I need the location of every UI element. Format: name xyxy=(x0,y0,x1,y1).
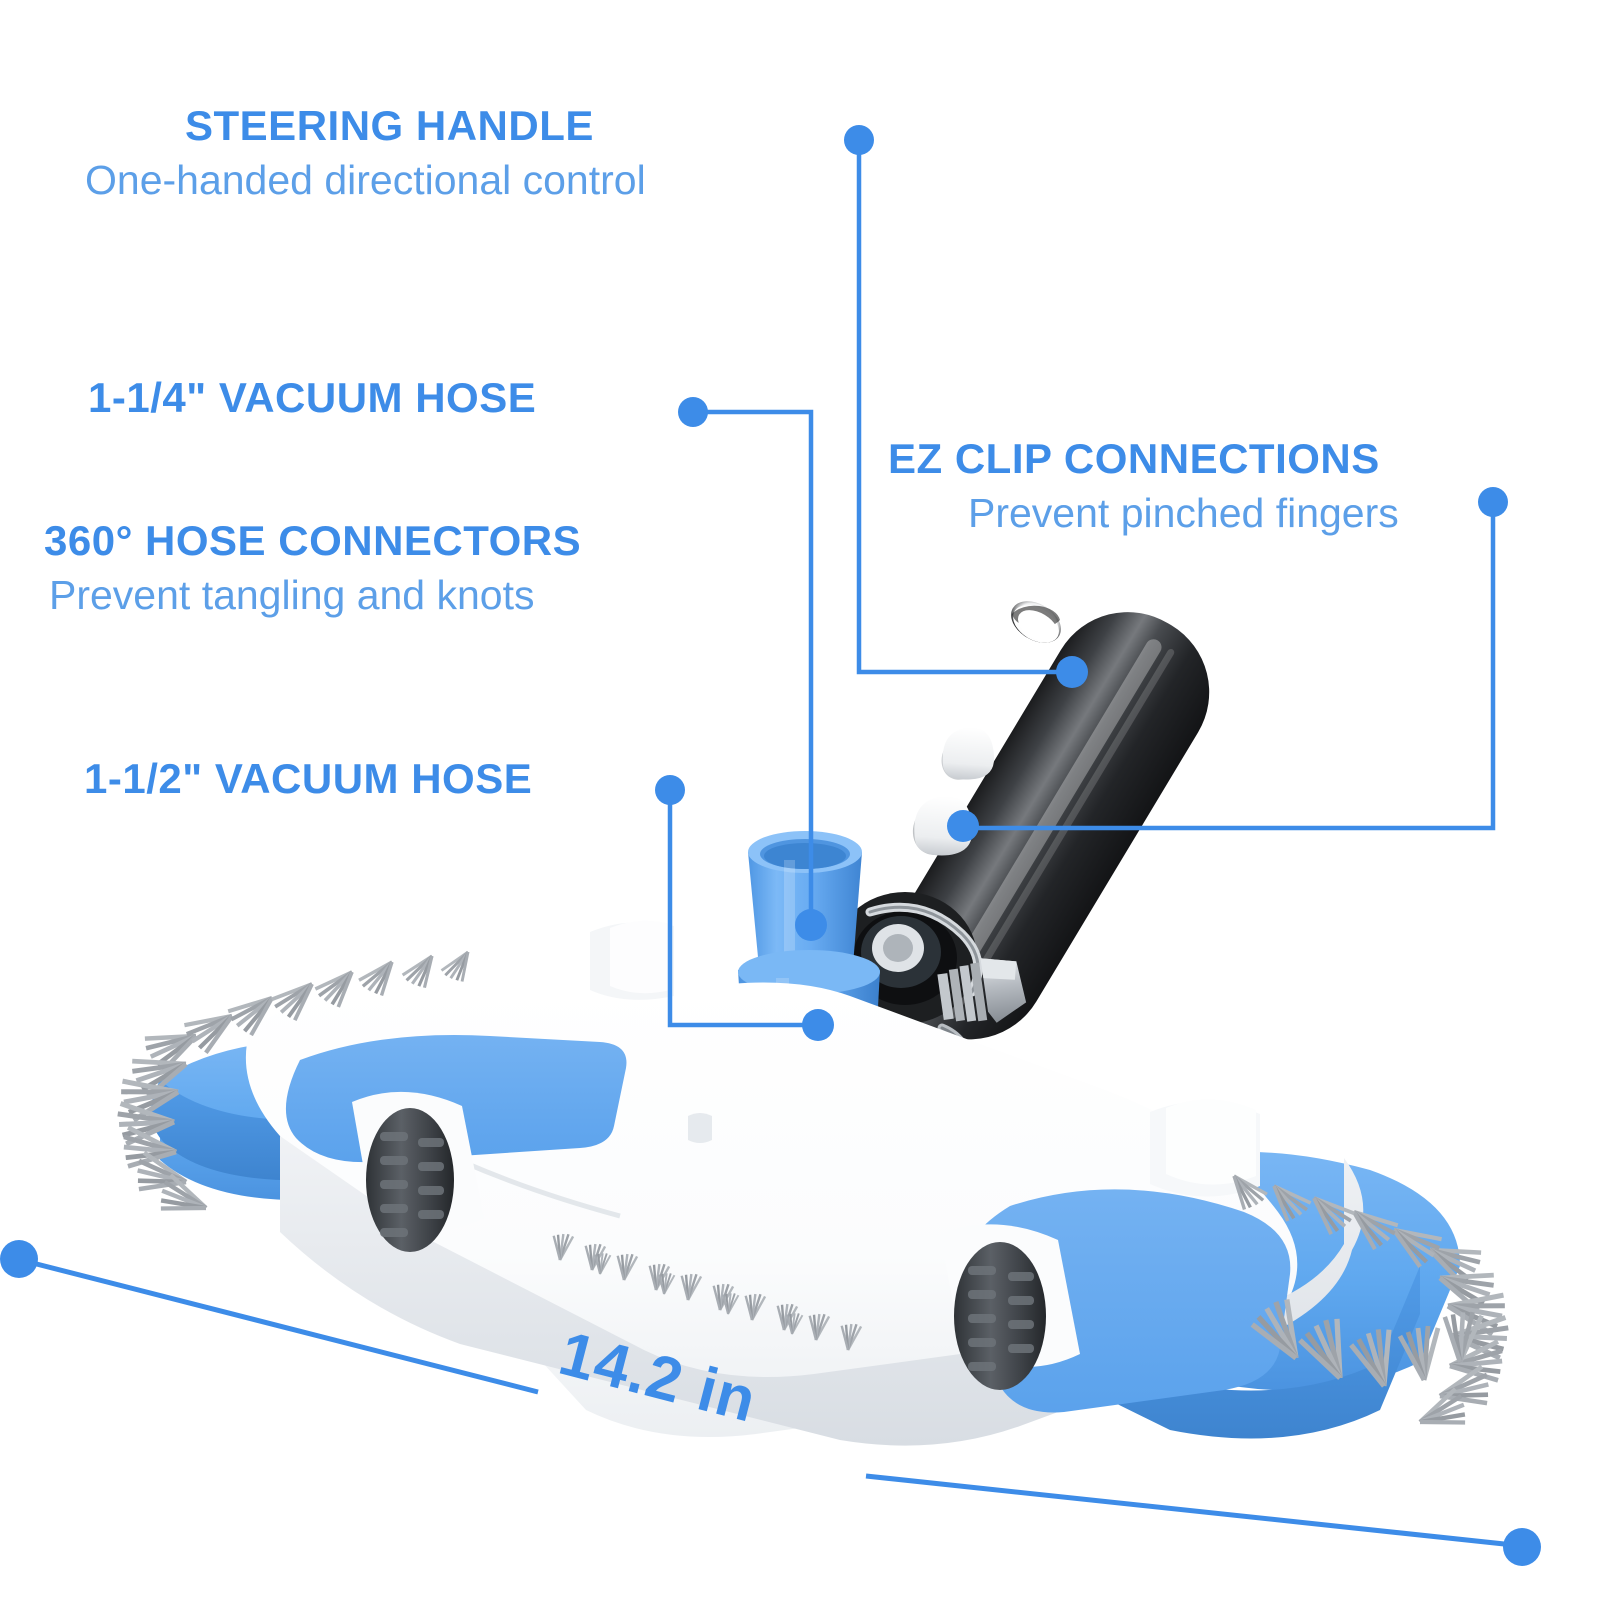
dimension-line-left xyxy=(16,1256,539,1395)
product-illustration xyxy=(0,601,1600,1446)
callout-steering-handle: STEERING HANDLE One-handed directional c… xyxy=(85,102,646,203)
leader-vacuum-hose-114 xyxy=(693,409,814,925)
leader-vacuum-hose-112 xyxy=(667,790,818,1028)
callout-hose-connectors-360-title: 360° HOSE CONNECTORS xyxy=(44,517,582,564)
dimension-endpoint-left xyxy=(0,1240,38,1278)
leader-ez-clip xyxy=(963,502,1496,831)
callout-vacuum-hose-112: 1-1/2" VACUUM HOSE xyxy=(84,755,533,802)
leader-dot-steering-handle-target xyxy=(1056,656,1088,688)
callout-steering-handle-title: STEERING HANDLE xyxy=(185,102,594,149)
callout-vacuum-hose-114-title: 1-1/4" VACUUM HOSE xyxy=(88,374,537,421)
leader-dot-vacuum-hose-114-target xyxy=(795,909,827,941)
leader-dot-ez-clip-origin xyxy=(1478,487,1508,517)
leader-dot-ez-clip-target xyxy=(947,810,979,842)
callout-vacuum-hose-112-title: 1-1/2" VACUUM HOSE xyxy=(84,755,533,802)
dimension-endpoint-right xyxy=(1503,1528,1541,1566)
callout-ez-clip-connections-subtitle: Prevent pinched fingers xyxy=(968,490,1399,537)
callout-hose-connectors-360-subtitle: Prevent tangling and knots xyxy=(49,572,535,619)
leader-dot-vacuum-hose-112-target xyxy=(802,1009,834,1041)
callout-ez-clip-connections-title: EZ CLIP CONNECTIONS xyxy=(888,435,1380,482)
leader-dot-vacuum-hose-112-origin xyxy=(655,775,685,805)
callout-ez-clip-connections: EZ CLIP CONNECTIONS Prevent pinched fing… xyxy=(888,435,1399,537)
leader-steering-handle xyxy=(856,140,1072,675)
wheel-left xyxy=(352,1091,484,1252)
wheel-right xyxy=(940,1224,1080,1390)
callout-hose-connectors-360: 360° HOSE CONNECTORS Prevent tangling an… xyxy=(44,517,582,619)
ez-clip-buttons xyxy=(912,727,995,856)
hose-connector-114 xyxy=(748,831,862,978)
leader-dot-steering-handle-origin xyxy=(844,125,874,155)
callout-vacuum-hose-114: 1-1/4" VACUUM HOSE xyxy=(88,374,537,421)
dimension-line-right xyxy=(865,1473,1524,1549)
callout-steering-handle-subtitle: One-handed directional control xyxy=(85,157,646,204)
leader-dot-vacuum-hose-114-origin xyxy=(678,397,708,427)
